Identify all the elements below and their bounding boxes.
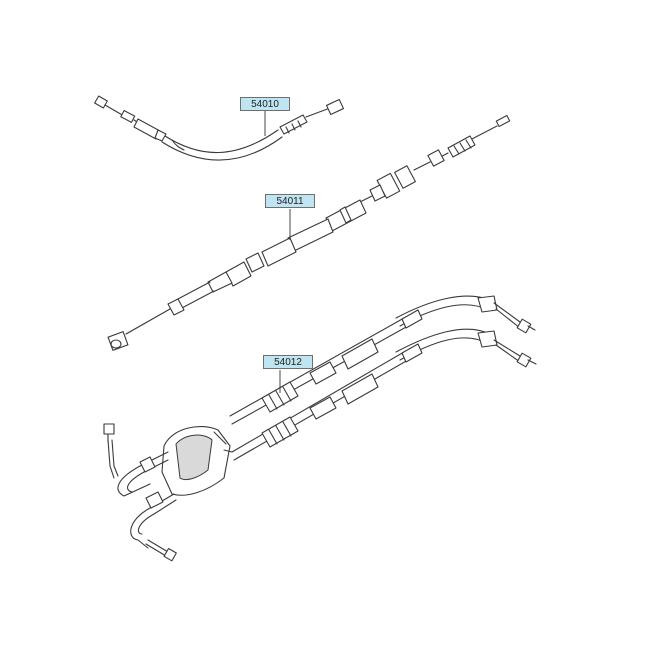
cable-54012 xyxy=(103,295,537,562)
part-number-label-54012: 54012 xyxy=(263,355,313,369)
cable-54010 xyxy=(94,95,345,161)
part-number-label-54011: 54011 xyxy=(265,194,315,208)
cable-54011 xyxy=(107,114,511,351)
part-number-label-54010: 54010 xyxy=(240,97,290,111)
